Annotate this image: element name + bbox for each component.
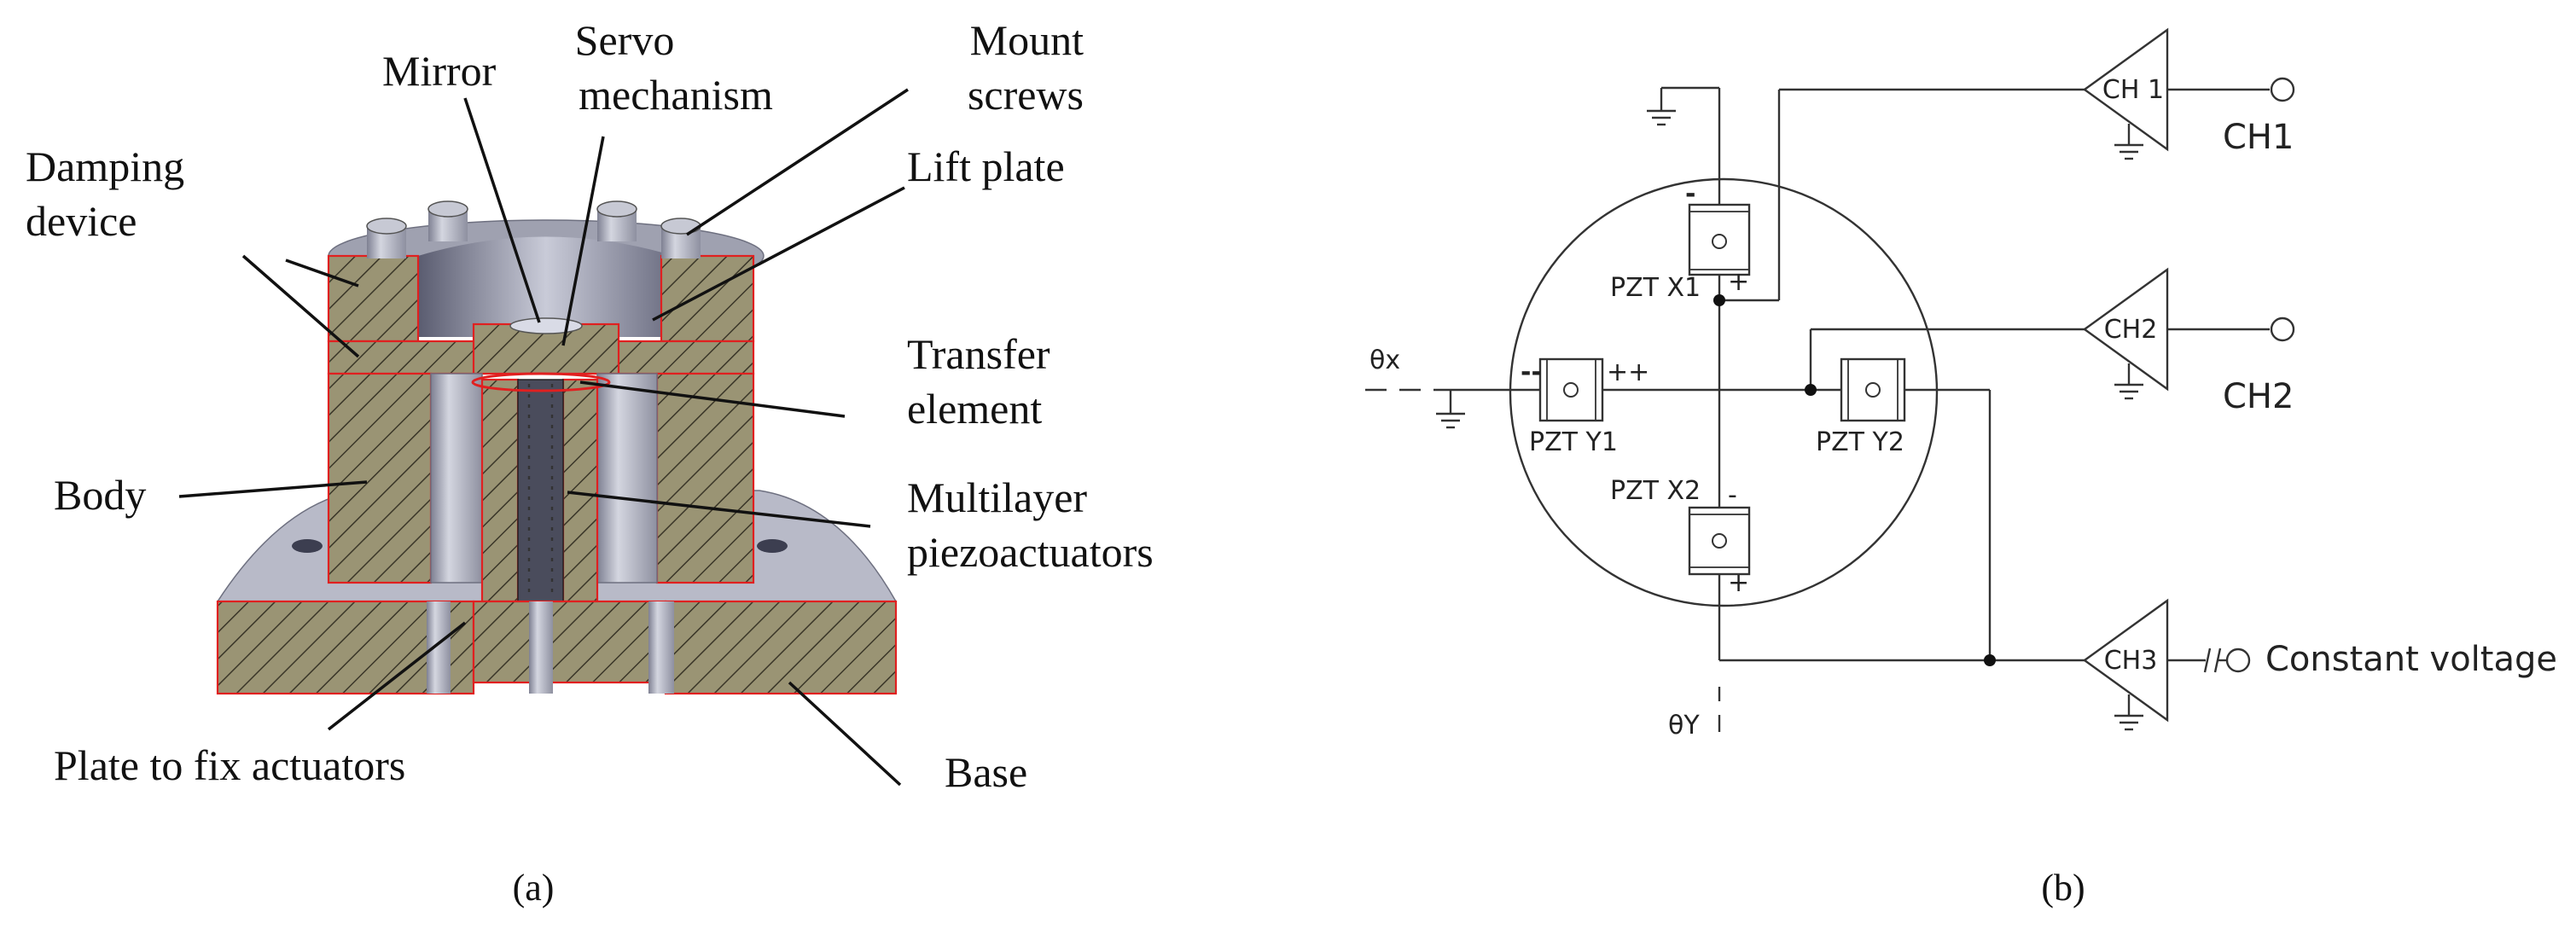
- amp-label-ch3: CH3: [2104, 646, 2158, 676]
- caption-a: (a): [513, 867, 555, 909]
- amp-label-ch2: CH2: [2104, 315, 2158, 345]
- caption-b: (b): [2041, 867, 2085, 909]
- transfer-element: [471, 372, 611, 392]
- label-mirror: Mirror: [382, 47, 497, 95]
- leader-transfer: [579, 380, 846, 418]
- actuator-holder-right: [561, 378, 599, 603]
- inner-tube-left: [430, 373, 483, 584]
- base-center: [472, 600, 667, 684]
- top-ring-right: [660, 254, 755, 343]
- base-bore-right: [648, 601, 674, 694]
- axis-theta-x: θx: [1369, 346, 1400, 375]
- leader-plate: [327, 621, 467, 731]
- label-transfer-1: Transfer: [907, 330, 1050, 378]
- junction-y2: [1805, 384, 1817, 396]
- flange-hole-left: [292, 539, 323, 553]
- amp-label-ch1: CH 1: [2102, 75, 2164, 105]
- label-lift-plate: Lift plate: [907, 142, 1065, 190]
- junction-x1: [1713, 294, 1725, 306]
- label-base: Base: [945, 748, 1027, 796]
- output-constant: Constant voltage: [2265, 640, 2557, 679]
- leader-body: [178, 480, 368, 498]
- polarity-x1-plus: +: [1728, 267, 1749, 297]
- axis-theta-y: θY: [1668, 711, 1700, 740]
- pzt-x2: [1688, 506, 1751, 576]
- pzt-y2: [1840, 357, 1906, 422]
- pzt-label-x1: PZT X1: [1610, 273, 1701, 303]
- polarity-x2-plus: +: [1728, 568, 1749, 598]
- label-plate-fix: Plate to fix actuators: [54, 741, 405, 789]
- actuator-stack: [517, 379, 564, 602]
- label-servo-1: Servo: [575, 16, 675, 64]
- label-mount-2: screws: [968, 71, 1084, 119]
- leader-servo: [561, 136, 605, 346]
- leader-base: [788, 681, 902, 787]
- mount-screw-1: [366, 218, 407, 258]
- leader-mirror: [463, 97, 541, 323]
- output-ch1: CH1: [2223, 118, 2294, 157]
- pzt-label-y1: PZT Y1: [1529, 427, 1618, 457]
- leader-mount: [686, 88, 909, 236]
- label-damping-2: device: [26, 197, 137, 245]
- label-damping-1: Damping: [26, 142, 184, 190]
- panel-a-drawing: Mirror Servo mechanism Mount screws Damp…: [26, 16, 1154, 909]
- flange-hole-right: [757, 539, 788, 553]
- base-bore-left: [427, 601, 451, 694]
- inner-tube-right: [596, 373, 658, 584]
- pzt-label-x2: PZT X2: [1610, 476, 1701, 506]
- base-right: [664, 600, 898, 695]
- label-mount-1: Mount: [970, 16, 1084, 64]
- leader-multilayer: [567, 491, 871, 528]
- leader-lift: [652, 186, 905, 322]
- leader-damping-2: [241, 254, 360, 358]
- polarity-y1-plus: ++: [1607, 357, 1649, 387]
- mount-screw-2: [427, 200, 468, 241]
- leader-damping-1: [285, 258, 359, 287]
- mirror: [509, 317, 583, 334]
- label-servo-2: mechanism: [579, 71, 773, 119]
- amplifier-ch2: [2082, 267, 2295, 400]
- top-cavity: [418, 236, 674, 337]
- top-ring-left: [327, 254, 420, 343]
- mount-screw-4: [660, 218, 701, 258]
- label-transfer-2: element: [907, 385, 1042, 433]
- amplifier-ch1: [2082, 27, 2295, 160]
- pzt-label-y2: PZT Y2: [1816, 427, 1904, 457]
- base-bore-center: [529, 601, 553, 694]
- polarity-x1-minus: -: [1685, 179, 1695, 209]
- junction-ch3: [1984, 654, 1996, 666]
- polarity-x2-minus: -: [1728, 480, 1737, 510]
- label-multilayer-1: Multilayer: [907, 473, 1087, 521]
- circuit-circle: [1509, 177, 1939, 607]
- polarity-y1-minus: --: [1521, 357, 1542, 387]
- amplifier-ch3: [2082, 598, 2251, 731]
- mount-screw-3: [596, 200, 637, 241]
- pzt-y1: [1538, 357, 1604, 422]
- panel-b-circuit: CH 1 CH2 CH3 CH1 CH2 Constant voltage θx…: [1365, 27, 2557, 909]
- actuator-holder-left: [480, 378, 520, 603]
- body-right: [655, 372, 755, 584]
- output-ch2: CH2: [2223, 377, 2294, 416]
- pzt-x1: [1688, 203, 1751, 276]
- body-left: [327, 372, 433, 584]
- label-body: Body: [54, 471, 146, 519]
- label-multilayer-2: piezoactuators: [907, 528, 1154, 576]
